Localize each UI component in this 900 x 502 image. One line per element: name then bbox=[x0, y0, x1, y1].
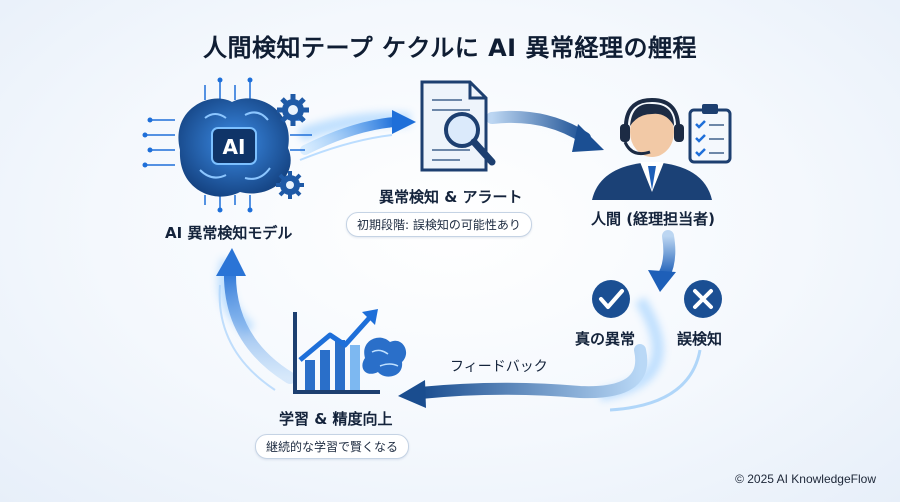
human-label: 人間 (経理担当者) bbox=[591, 210, 715, 228]
diagram-title: 人間検知テープ ケクルに AI 異常経理の艃程 bbox=[203, 34, 697, 62]
arrow-detection-to-human bbox=[486, 110, 604, 152]
arrow-human-to-decision bbox=[648, 230, 676, 292]
false-positive-label: 誤検知 bbox=[677, 330, 723, 348]
document-search-icon bbox=[420, 80, 496, 172]
detection-label: 異常検知 & アラート bbox=[379, 188, 523, 206]
arrow-model-to-detection bbox=[299, 110, 416, 161]
true-anomaly-label: 真の異常 bbox=[575, 330, 636, 348]
clipboard-checklist-icon bbox=[688, 104, 732, 164]
arrow-learning-to-model bbox=[216, 248, 296, 391]
detection-note: 初期段階: 誤検知の可能性あり bbox=[346, 212, 532, 237]
cross-circle-icon bbox=[684, 280, 722, 318]
learning-label: 学習 & 精度向上 bbox=[279, 410, 393, 428]
brain-circuit-icon bbox=[142, 77, 312, 213]
headset-operator-icon bbox=[592, 97, 712, 200]
check-circle-icon bbox=[592, 280, 630, 318]
gear-icon bbox=[276, 94, 309, 199]
ai-badge: AI bbox=[223, 135, 246, 159]
ai-model-label: AI 異常検知モデル bbox=[165, 224, 293, 242]
growth-chart-icon bbox=[293, 309, 407, 394]
learning-note: 継続的な学習で賢くなる bbox=[255, 434, 410, 459]
arrow-feedback bbox=[398, 344, 702, 412]
copyright-text: © 2025 AI KnowledgeFlow bbox=[735, 472, 876, 486]
feedback-label: フィードバック bbox=[450, 359, 548, 375]
